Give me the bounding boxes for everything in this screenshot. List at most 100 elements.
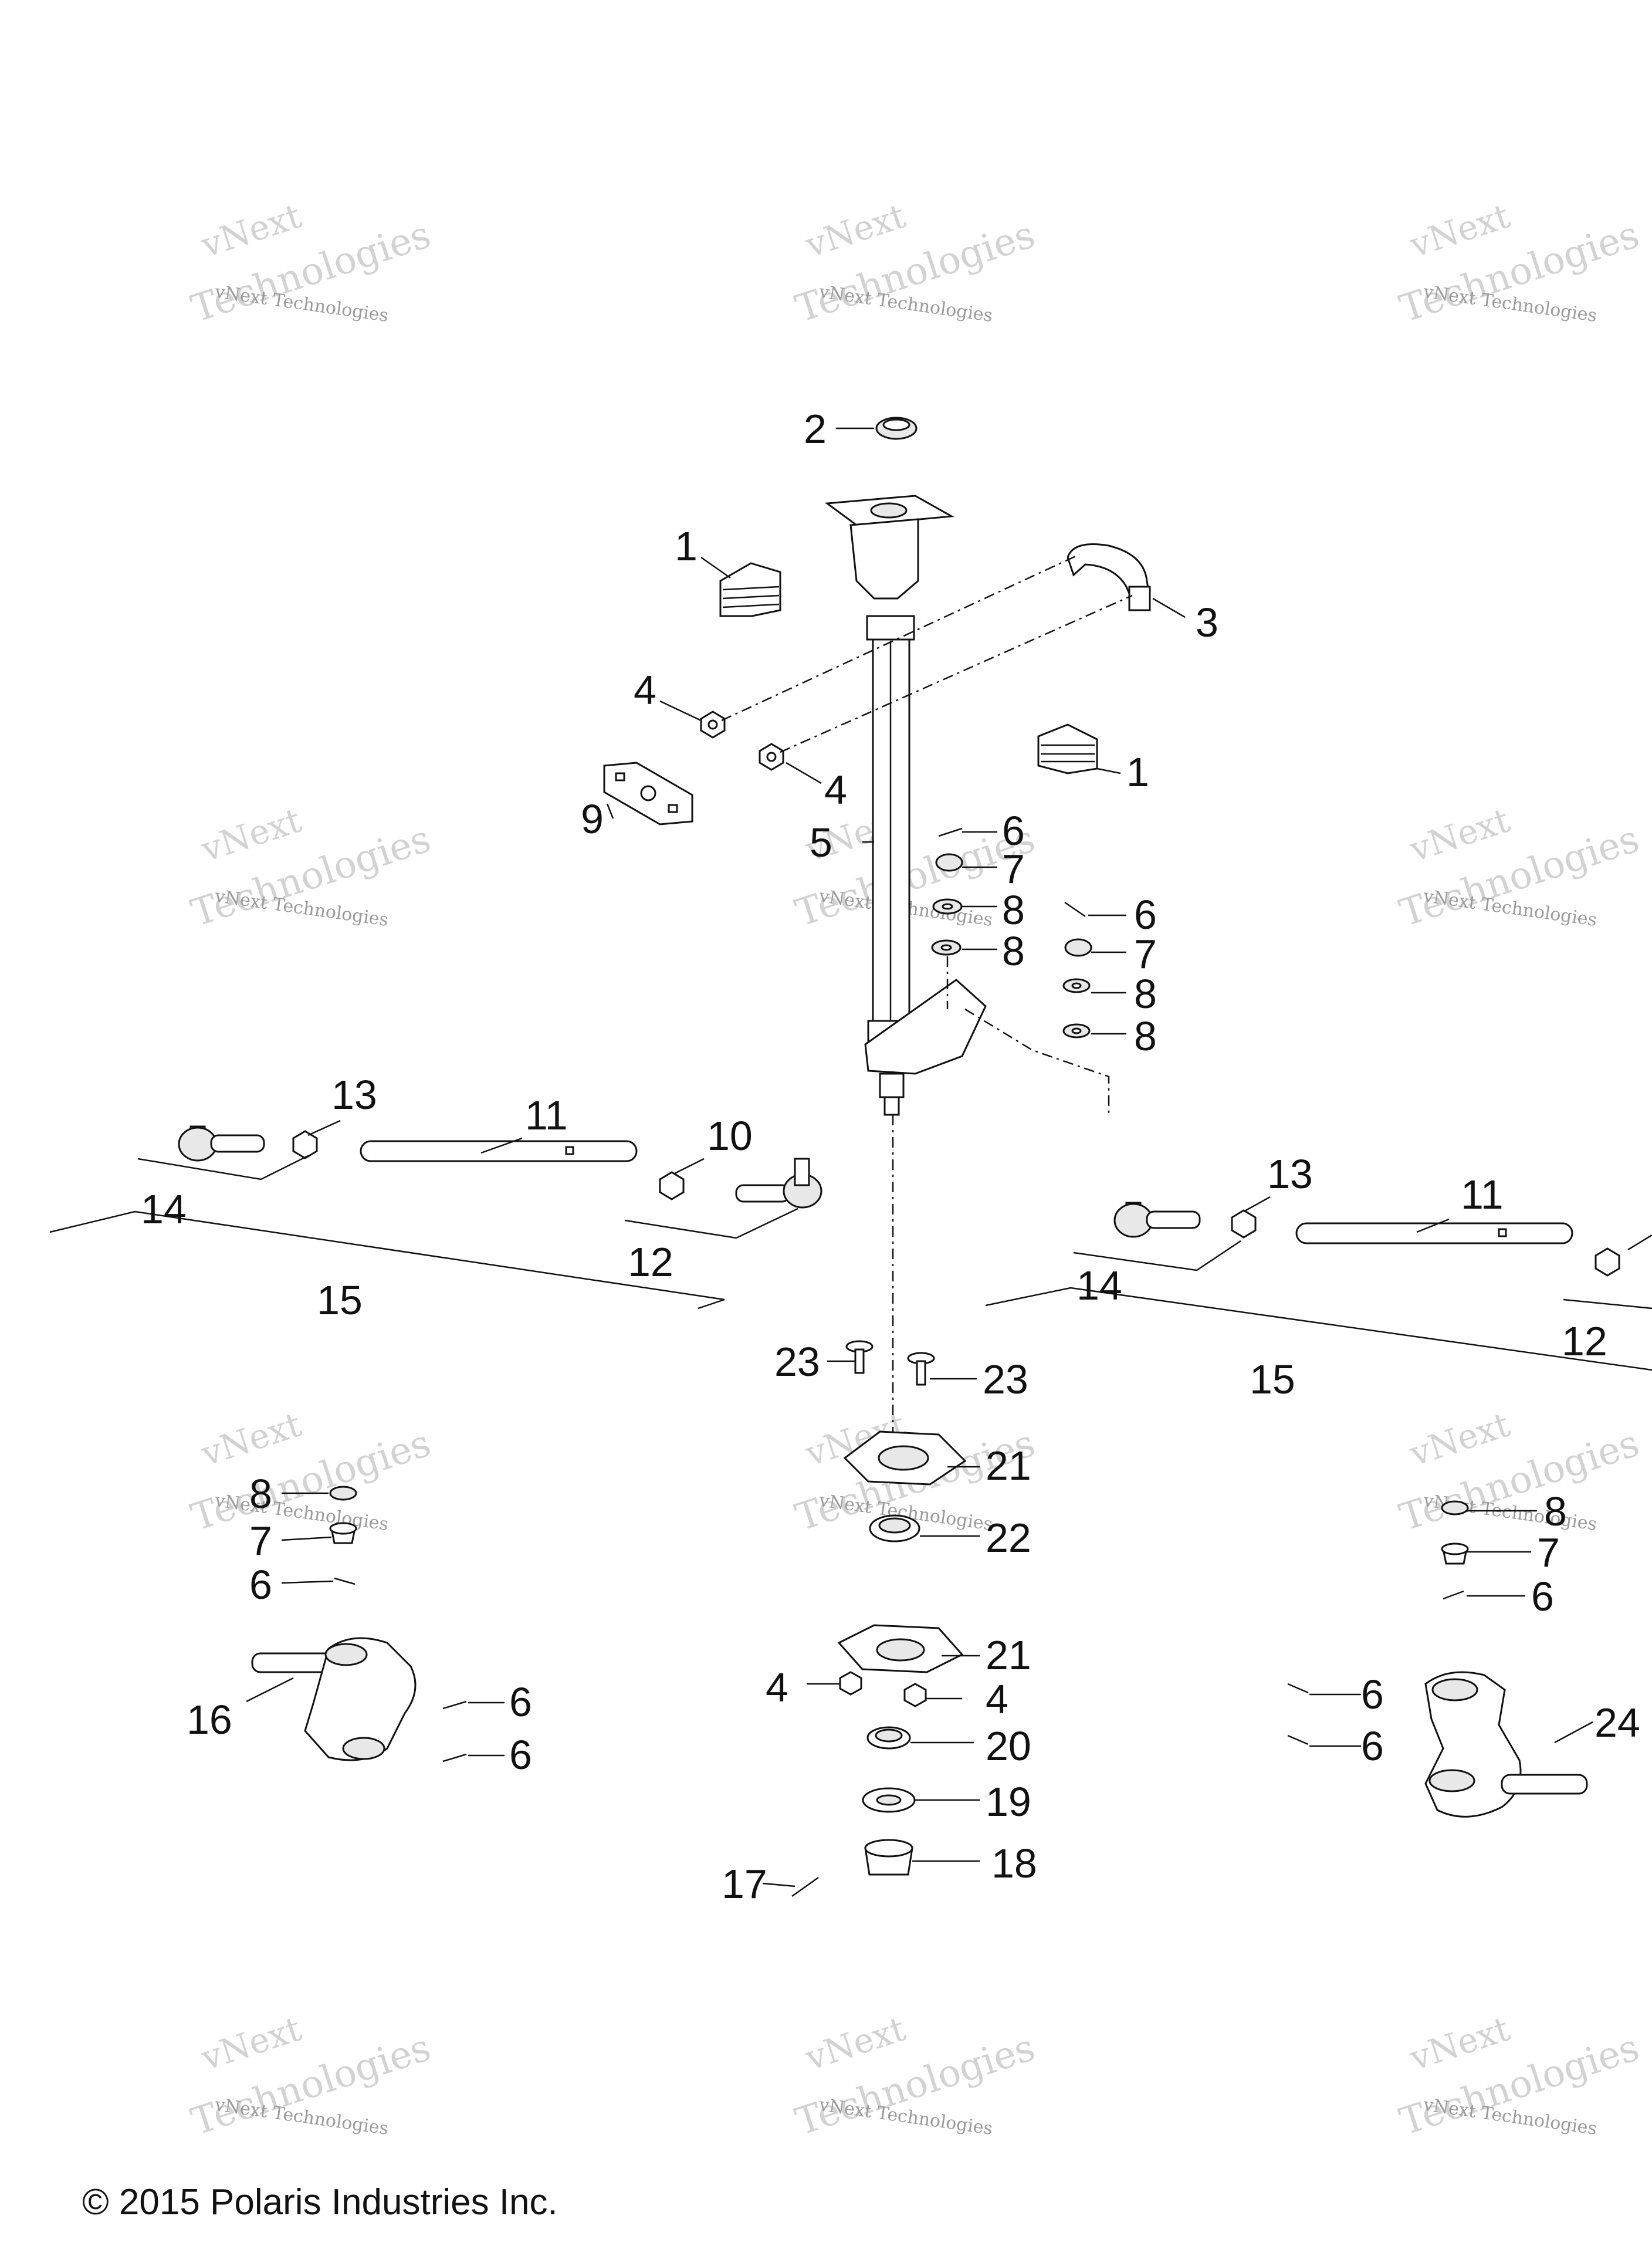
watermark: vNext Technologies vNext Technologies bbox=[1394, 196, 1644, 331]
connector-line bbox=[964, 1008, 1110, 1115]
callout-11: 11 bbox=[1461, 1172, 1504, 1217]
assembly-bracket bbox=[49, 1210, 725, 1310]
callout-23: 23 bbox=[983, 1356, 1028, 1402]
callout-7: 7 bbox=[1537, 1530, 1560, 1575]
callout-1: 1 bbox=[1126, 749, 1149, 795]
callout-8: 8 bbox=[249, 1471, 272, 1517]
part-washer bbox=[932, 898, 963, 915]
part-bearing bbox=[869, 1514, 920, 1542]
callout-8: 8 bbox=[1002, 887, 1025, 933]
callout-15: 15 bbox=[317, 1277, 363, 1323]
part-jam-nut bbox=[659, 1171, 685, 1200]
callout-3: 3 bbox=[1196, 600, 1218, 645]
copyright-notice: © 2015 Polaris Industries Inc. bbox=[82, 2182, 558, 2222]
callout-8: 8 bbox=[1134, 1013, 1157, 1059]
part-steering-column bbox=[824, 495, 987, 1116]
part-castle-nut bbox=[329, 1522, 357, 1544]
callout-24: 24 bbox=[1595, 1700, 1640, 1745]
part-washer bbox=[862, 1787, 916, 1813]
part-cotter-pin bbox=[1064, 901, 1086, 918]
callout-22: 22 bbox=[986, 1515, 1031, 1561]
part-bolt bbox=[907, 1352, 935, 1386]
part-flange bbox=[837, 1624, 964, 1673]
part-tie-rod bbox=[1295, 1222, 1573, 1244]
callout-2: 2 bbox=[804, 406, 827, 452]
part-tie-rod-end bbox=[1113, 1202, 1201, 1238]
watermark: vNext Technologies vNext Technologies bbox=[790, 2009, 1040, 2144]
callout-9: 9 bbox=[581, 796, 604, 842]
callout-21: 21 bbox=[986, 1443, 1031, 1489]
part-bolt bbox=[845, 1340, 874, 1374]
callout-23: 23 bbox=[774, 1339, 820, 1385]
callout-19: 19 bbox=[986, 1779, 1031, 1825]
part-cotter-pin bbox=[1287, 1683, 1309, 1694]
callout-8: 8 bbox=[1134, 971, 1157, 1017]
callout-6: 6 bbox=[509, 1732, 532, 1778]
callout-13: 13 bbox=[331, 1072, 377, 1118]
callout-14: 14 bbox=[141, 1186, 187, 1232]
svg-text:vNext: vNext bbox=[1404, 2009, 1514, 2079]
assembly-bracket bbox=[1563, 1298, 1652, 1310]
part-flange bbox=[843, 1430, 967, 1486]
svg-text:vNext: vNext bbox=[196, 1405, 306, 1474]
assembly-bracket bbox=[624, 1207, 798, 1239]
part-tie-rod bbox=[360, 1140, 638, 1162]
callout-7: 7 bbox=[249, 1518, 272, 1564]
callouts: 2 1 3 4 4 1 9 5 6 7 8 8 6 7 8 8 13 11 10… bbox=[141, 406, 1640, 1907]
part-cotter-pin bbox=[442, 1700, 467, 1710]
part-jam-nut bbox=[1231, 1209, 1257, 1239]
callout-6: 6 bbox=[1531, 1574, 1554, 1619]
svg-text:vNext: vNext bbox=[196, 2009, 306, 2079]
part-castle-nut bbox=[935, 853, 963, 872]
part-tie-rod-end bbox=[178, 1125, 265, 1162]
watermark: vNext Technologies vNext Technologies bbox=[186, 1405, 436, 1540]
callout-6: 6 bbox=[1361, 1672, 1384, 1717]
part-cotter-pin bbox=[1443, 1590, 1464, 1600]
part-spindle bbox=[1424, 1671, 1588, 1818]
part-cotter-pin bbox=[791, 1876, 819, 1897]
part-clamp bbox=[1067, 543, 1151, 611]
callout-6: 6 bbox=[1134, 892, 1157, 938]
callout-20: 20 bbox=[986, 1723, 1031, 1769]
part-cotter-pin bbox=[442, 1753, 467, 1763]
part-nut bbox=[839, 1671, 862, 1696]
watermarks: vNext Technologies vNext Technologies vN… bbox=[186, 196, 1644, 2144]
callout-17: 17 bbox=[722, 1861, 767, 1907]
part-nut bbox=[700, 711, 726, 739]
callout-7: 7 bbox=[1002, 846, 1025, 892]
callout-14: 14 bbox=[1076, 1263, 1122, 1308]
callout-4: 4 bbox=[766, 1665, 788, 1710]
connector-line bbox=[721, 553, 1080, 722]
part-castle-nut bbox=[1441, 1542, 1469, 1565]
callout-8: 8 bbox=[1544, 1489, 1567, 1534]
callout-12: 12 bbox=[628, 1239, 673, 1285]
callout-18: 18 bbox=[991, 1841, 1037, 1886]
svg-text:vNext: vNext bbox=[1404, 196, 1514, 266]
part-cotter-pin bbox=[334, 1577, 356, 1585]
callout-7: 7 bbox=[1134, 931, 1157, 977]
leader-lines bbox=[246, 427, 1652, 1887]
part-jam-nut bbox=[292, 1130, 318, 1159]
svg-text:vNext: vNext bbox=[196, 196, 306, 266]
callout-6: 6 bbox=[509, 1679, 532, 1725]
callout-4: 4 bbox=[986, 1676, 1008, 1722]
part-cap bbox=[875, 417, 918, 440]
svg-text:vNext: vNext bbox=[800, 196, 910, 266]
watermark: vNext Technologies vNext Technologies bbox=[1394, 800, 1644, 936]
callout-11: 11 bbox=[525, 1092, 568, 1138]
watermark: vNext Technologies vNext Technologies bbox=[790, 196, 1040, 331]
watermark: vNext Technologies vNext Technologies bbox=[186, 2009, 436, 2144]
part-washer bbox=[1062, 1023, 1091, 1038]
watermark: vNext Technologies vNext Technologies bbox=[186, 196, 436, 331]
watermark: vNext Technologies vNext Technologies bbox=[1394, 2009, 1644, 2144]
callout-16: 16 bbox=[187, 1697, 232, 1743]
part-castle-nut bbox=[1064, 938, 1092, 957]
svg-text:vNext: vNext bbox=[196, 800, 306, 870]
part-cotter-pin bbox=[938, 827, 963, 837]
callout-6: 6 bbox=[1002, 808, 1025, 854]
part-jam-nut bbox=[1595, 1247, 1620, 1277]
part-tie-rod-end bbox=[735, 1158, 822, 1209]
assembly-bracket bbox=[985, 1287, 1652, 1371]
callout-12: 12 bbox=[1562, 1318, 1607, 1364]
